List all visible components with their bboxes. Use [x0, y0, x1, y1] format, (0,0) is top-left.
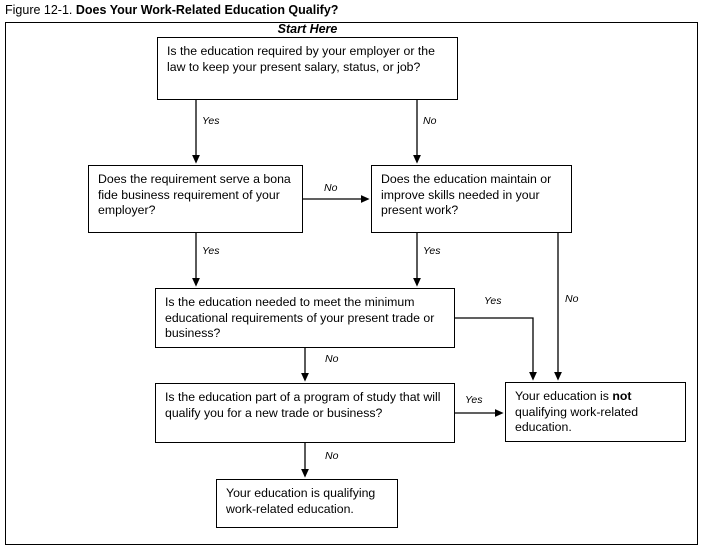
question-box-maintain-improve-skills: Does the education maintain or improve s…: [371, 165, 572, 233]
question-box-new-trade-or-business: Is the education part of a program of st…: [155, 383, 455, 443]
result-not-qualifying-emphasis: not: [612, 389, 632, 403]
figure-number: Figure 12-1.: [5, 3, 73, 17]
result-not-qualifying-text-post: qualifying work-related education.: [515, 404, 639, 435]
result-not-qualifying-text-pre: Your education is: [515, 389, 613, 403]
edge-label-q1-yes: Yes: [202, 115, 220, 127]
edge-label-q2left-yes: Yes: [202, 245, 220, 257]
result-box-not-qualifying: Your education is not qualifying work-re…: [505, 382, 686, 442]
edge-label-q4-no: No: [325, 450, 339, 462]
question-box-bona-fide-business: Does the requirement serve a bona fide b…: [88, 165, 303, 233]
question-box-minimum-educational-requirements: Is the education needed to meet the mini…: [155, 288, 455, 348]
edge-label-q3-yes: Yes: [484, 295, 502, 307]
start-here-label: Start Here: [277, 22, 338, 36]
flowchart-frame: [5, 22, 698, 545]
edge-label-q2right-yes: Yes: [423, 245, 441, 257]
edge-label-q2left-no: No: [324, 182, 338, 194]
page-title: Does Your Work-Related Education Qualify…: [75, 3, 339, 17]
edge-label-q4-yes: Yes: [465, 394, 483, 406]
edge-q3-yes: [455, 317, 537, 381]
edge-label-q2right-no: No: [565, 293, 579, 305]
figure-caption: Figure 12-1. Does Your Work-Related Educ…: [5, 2, 338, 18]
question-box-employer-requirement: Is the education required by your employ…: [157, 37, 458, 100]
edge-label-q1-no: No: [423, 115, 437, 127]
edge-label-q3-no: No: [325, 353, 339, 365]
result-box-qualifying: Your education is qualifying work-relate…: [216, 479, 398, 528]
